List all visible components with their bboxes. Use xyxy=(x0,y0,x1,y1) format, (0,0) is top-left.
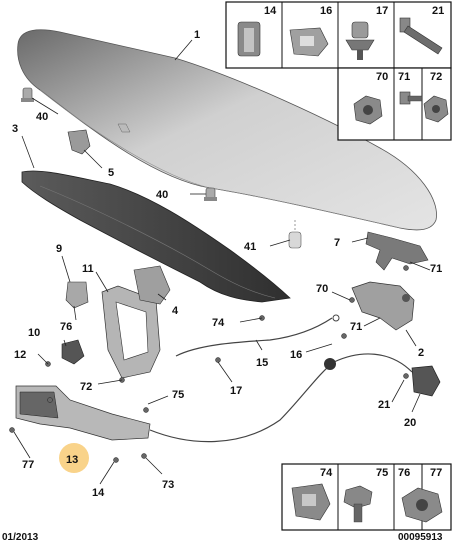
inset-label-16: 16 xyxy=(320,5,332,17)
inset-panel-top: 14 16 17 21 70 71 72 xyxy=(225,1,452,141)
bracket-9 xyxy=(65,281,89,309)
inset-label-14: 14 xyxy=(264,5,277,17)
callout-1: 1 xyxy=(194,29,200,41)
inset-label-17: 17 xyxy=(376,5,388,17)
screw-fasteners xyxy=(9,265,409,463)
clip-40-lower xyxy=(204,187,217,201)
bolt-71-icon xyxy=(399,91,423,105)
insulation-pad xyxy=(21,170,291,303)
inset-label-71: 71 xyxy=(398,71,410,83)
inset-label-72: 72 xyxy=(430,71,442,83)
callout-11: 11 xyxy=(82,263,94,275)
callout-13: 13 xyxy=(66,454,78,466)
inset-label-76: 76 xyxy=(398,467,410,479)
callout-4: 4 xyxy=(172,305,179,317)
callout-16: 16 xyxy=(290,349,302,361)
callout-7: 7 xyxy=(334,237,340,249)
lock-20 xyxy=(411,365,441,397)
hinge-bracket-4 xyxy=(133,265,171,305)
callout-15: 15 xyxy=(256,357,268,369)
clip-16-icon xyxy=(289,27,329,57)
highlight-marker xyxy=(59,443,89,473)
callout-2: 2 xyxy=(418,347,424,359)
callout-77: 77 xyxy=(22,459,34,471)
inset-label-75: 75 xyxy=(376,467,388,479)
callout-10: 10 xyxy=(28,327,40,339)
striker-7 xyxy=(365,231,429,271)
inset-label-21: 21 xyxy=(432,5,444,17)
leader-lines xyxy=(13,39,431,485)
inset-label-77: 77 xyxy=(430,467,442,479)
nut-76-77-icon xyxy=(401,487,443,523)
callout-75: 75 xyxy=(172,389,184,401)
callout-17: 17 xyxy=(230,385,242,397)
callout-20: 20 xyxy=(404,417,416,429)
callout-12: 12 xyxy=(14,349,26,361)
callout-5: 5 xyxy=(108,167,114,179)
callout-70: 70 xyxy=(316,283,328,295)
footer-reference: 00095913 xyxy=(398,532,443,543)
callout-labels: 1 40 3 5 40 41 7 71 9 11 70 4 76 74 71 1… xyxy=(12,29,442,499)
callout-76: 76 xyxy=(60,321,72,333)
screw-21-icon xyxy=(399,17,443,55)
callout-3: 3 xyxy=(12,123,18,135)
nut-70-icon xyxy=(353,95,383,125)
callout-72: 72 xyxy=(80,381,92,393)
nut-72-icon xyxy=(423,95,449,123)
callout-41: 41 xyxy=(244,241,256,253)
release-cable-15 xyxy=(175,317,333,357)
latch-10 xyxy=(61,339,85,365)
clip-74-icon xyxy=(291,483,331,521)
callout-9: 9 xyxy=(56,243,62,255)
hood-lock-tab xyxy=(117,123,131,133)
clip-17-icon xyxy=(345,21,375,60)
clip-40-upper xyxy=(21,87,34,102)
callout-71-lower: 71 xyxy=(350,321,362,333)
inset-label-74: 74 xyxy=(320,467,333,479)
callout-40-lower: 40 xyxy=(156,189,168,201)
buffer-41 xyxy=(288,220,302,249)
footer-date: 01/2013 xyxy=(2,532,39,543)
callout-74: 74 xyxy=(212,317,225,329)
callout-73: 73 xyxy=(162,479,174,491)
callout-14: 14 xyxy=(92,487,105,499)
release-cable-2 xyxy=(149,353,413,443)
bolt-75-icon xyxy=(343,485,373,523)
callout-21: 21 xyxy=(378,399,390,411)
inset-label-70: 70 xyxy=(376,71,388,83)
inset-panel-bottom: 74 75 76 77 xyxy=(281,463,452,531)
callout-71-upper: 71 xyxy=(430,263,442,275)
callout-40-upper: 40 xyxy=(36,111,48,123)
lock-assembly-2 xyxy=(351,281,415,331)
clip-14-icon xyxy=(237,21,261,57)
hinge-bracket-5 xyxy=(67,129,91,155)
